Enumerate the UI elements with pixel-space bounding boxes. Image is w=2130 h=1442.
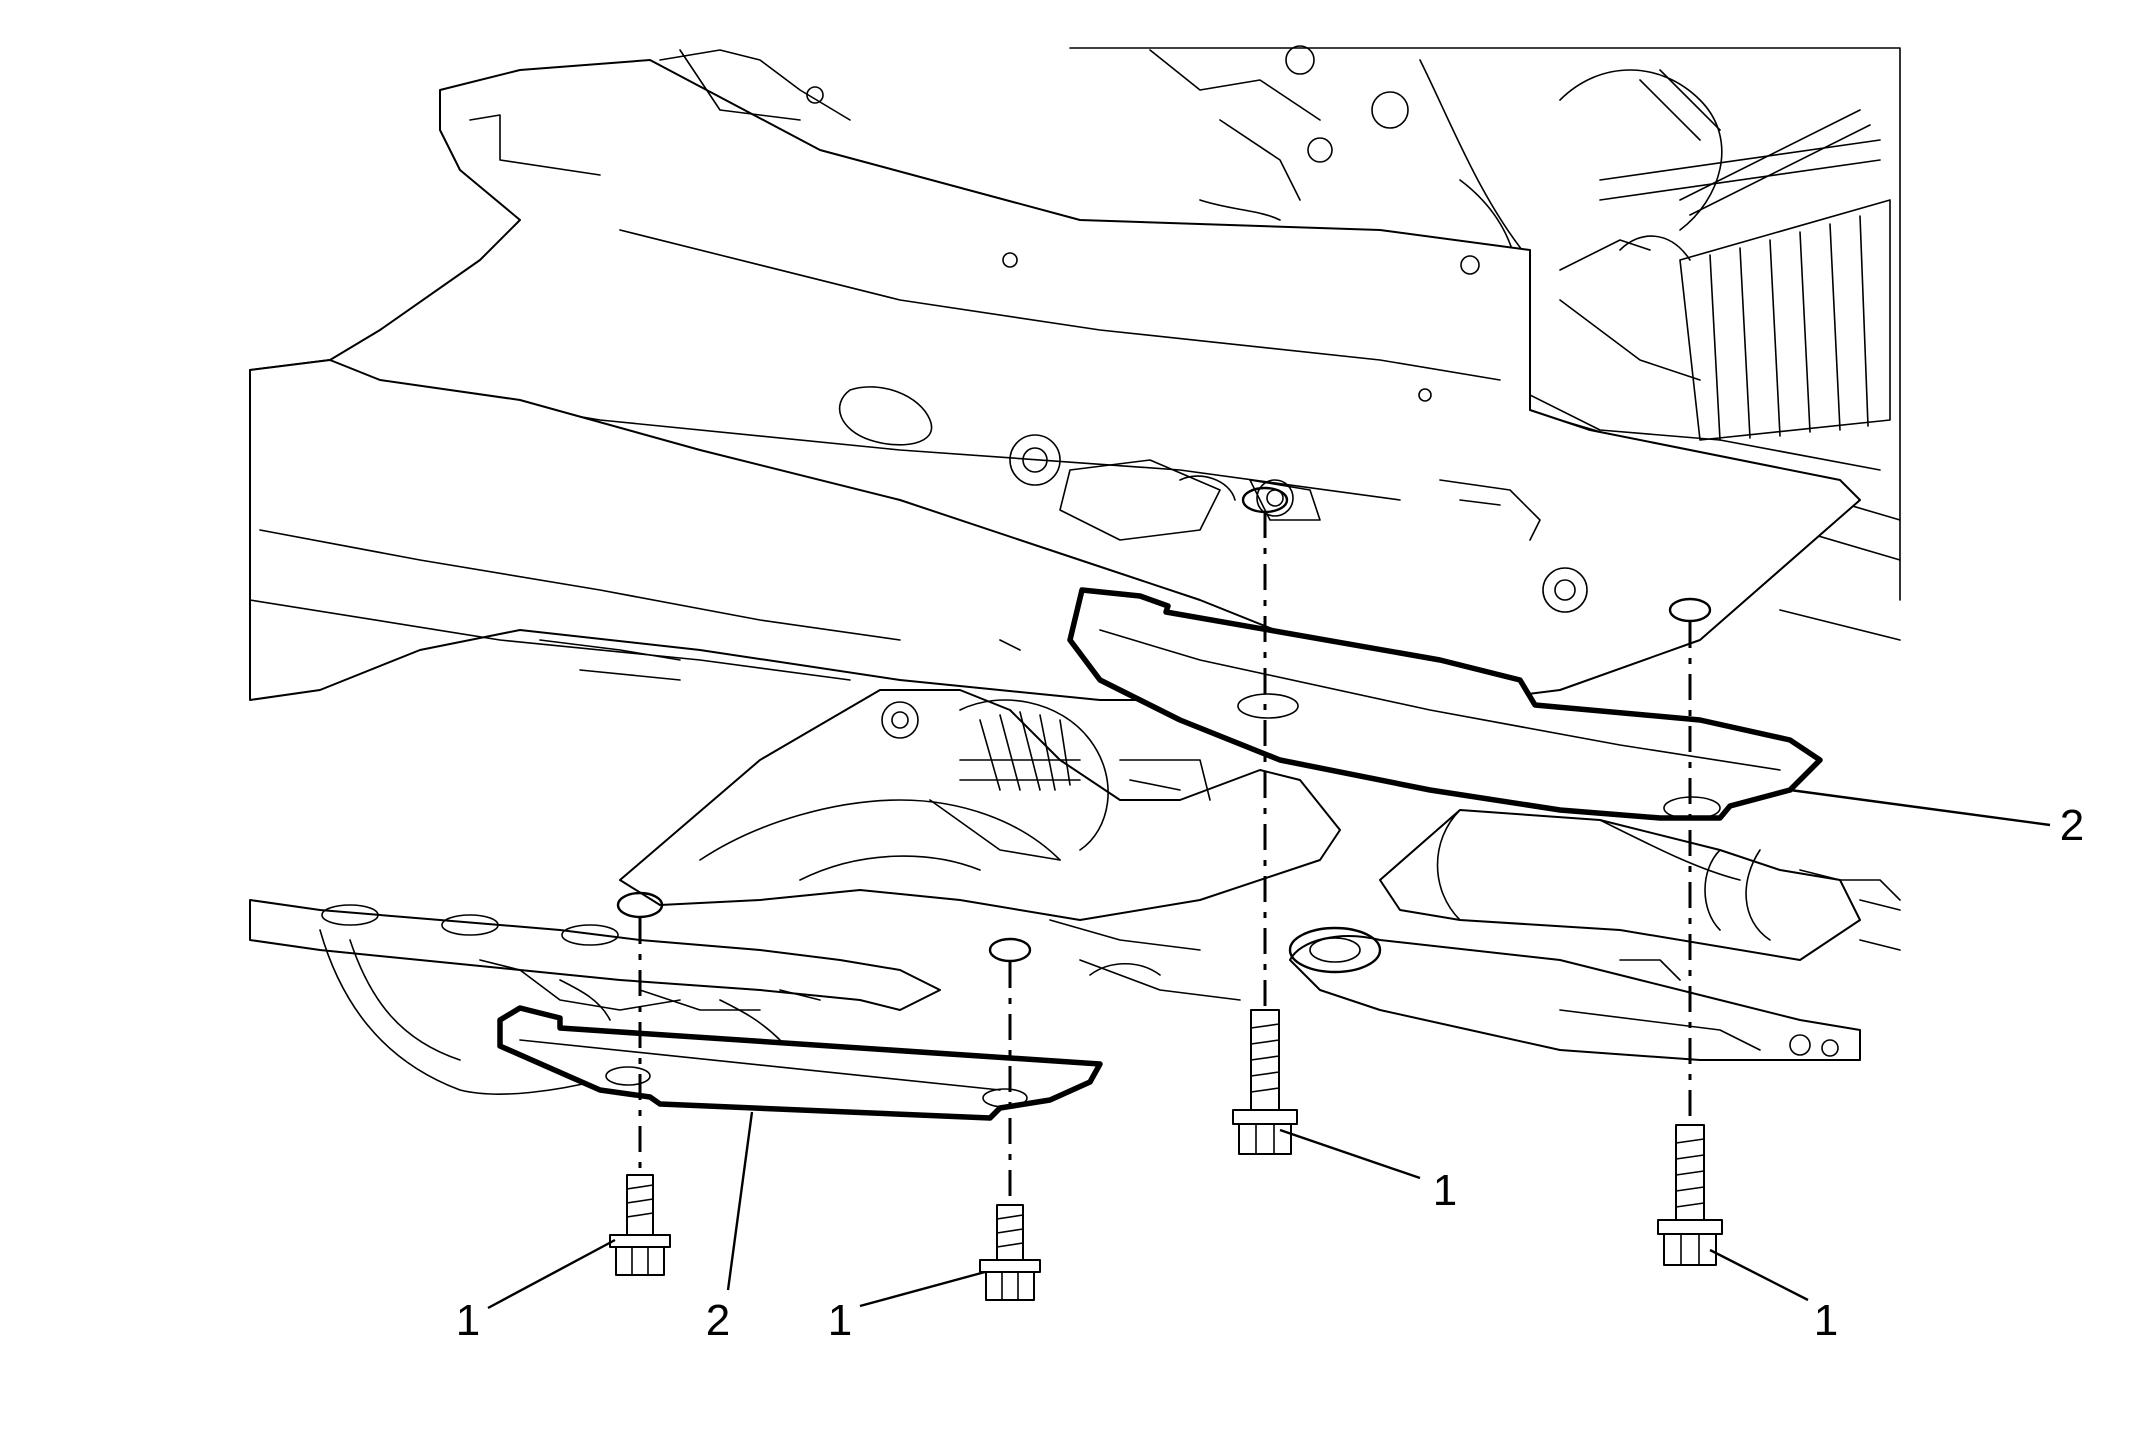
right-deflector-hole-2 xyxy=(1663,796,1721,820)
bolt-left-2 xyxy=(979,1204,1041,1301)
exhaust-section xyxy=(619,689,1901,1061)
leader-lines xyxy=(487,788,2051,1310)
left-deflector-hole-2 xyxy=(982,1088,1028,1108)
right-deflector-inner-edge xyxy=(1099,629,1781,771)
callout-1-bolt-right-1: 1 xyxy=(1433,1166,1457,1215)
callout-1-bolt-left-2: 1 xyxy=(828,1296,852,1345)
left-deflector-inner-edge xyxy=(519,1039,1001,1091)
installation-centerlines xyxy=(638,512,1692,1200)
right-deflector-hole-1 xyxy=(1237,693,1299,719)
mid-body-section xyxy=(249,359,1301,701)
callout-2-right-deflector: 2 xyxy=(2060,801,2084,850)
lower-left-cladding xyxy=(249,899,941,1095)
callout-2-left-deflector: 2 xyxy=(706,1296,730,1345)
bolt-right-1 xyxy=(1232,1009,1298,1155)
bolt-right-2 xyxy=(1657,1124,1723,1266)
left-air-deflector xyxy=(497,1005,1103,1121)
bolt-left-1 xyxy=(609,1174,671,1276)
left-deflector-hole-1 xyxy=(605,1066,651,1086)
callout-1-bolt-right-2: 1 xyxy=(1814,1296,1838,1345)
callout-1-bolt-left-1: 1 xyxy=(456,1296,480,1345)
